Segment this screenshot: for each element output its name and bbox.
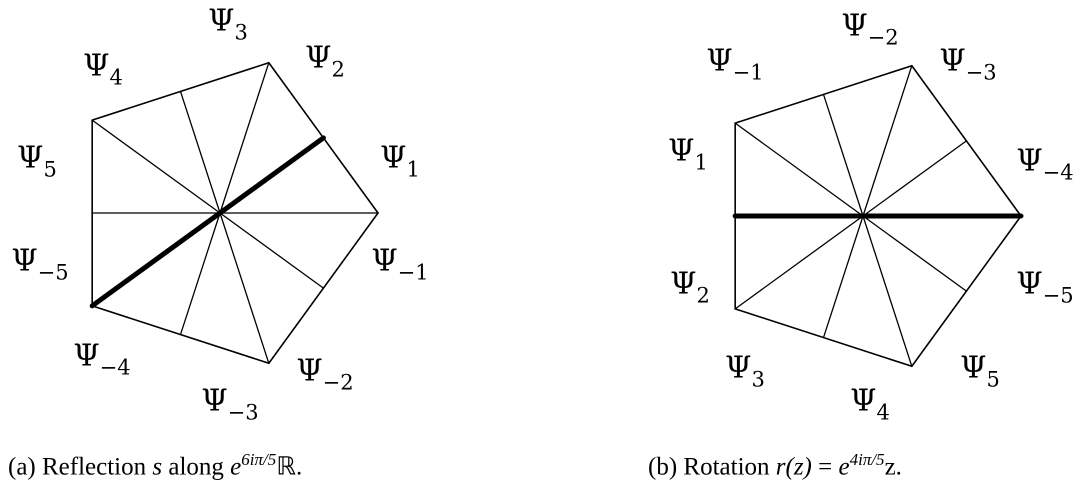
- label-subscript: −1: [732, 60, 764, 85]
- pentagon-a-spoke: [219, 212, 270, 364]
- psi-symbol: Ψ: [670, 266, 697, 302]
- caption-a-text: (a) Reflection: [8, 453, 153, 481]
- label-subscript: −4: [99, 355, 131, 380]
- caption-a-exponent: 6iπ/5: [241, 450, 277, 469]
- psi-symbol: Ψ: [208, 3, 235, 39]
- psi-symbol: Ψ: [841, 8, 868, 44]
- diagram-b-region-label: Ψ2: [670, 266, 710, 308]
- psi-symbol: Ψ: [11, 243, 38, 279]
- diagram-b-region-label: Ψ3: [725, 350, 765, 392]
- diagram-b-region-label: Ψ−5: [1016, 266, 1074, 308]
- psi-symbol: Ψ: [1016, 143, 1043, 179]
- pentagon-a-spoke: [219, 62, 270, 214]
- label-subscript: −3: [227, 400, 259, 425]
- pentagon-b-spoke: [734, 215, 864, 310]
- diagram-a-region-label: Ψ−3: [201, 383, 259, 425]
- label-subscript: 3: [751, 367, 765, 392]
- label-subscript: 4: [876, 400, 890, 425]
- label-subscript: −2: [322, 370, 354, 395]
- pentagon-a-spoke: [179, 212, 221, 336]
- diagram-b-region-label: Ψ1: [668, 133, 708, 175]
- pentagon-b-spoke: [862, 140, 968, 217]
- diagram-a-region-label: Ψ1: [380, 140, 420, 182]
- diagram-a-region-label: Ψ−2: [296, 353, 354, 395]
- pentagon-b-spoke: [822, 93, 864, 217]
- diagram-b-region-label: Ψ−3: [939, 43, 997, 85]
- diagram-b-region-label: Ψ−1: [706, 43, 764, 85]
- pentagon-b-spoke: [862, 215, 968, 292]
- psi-symbol: Ψ: [201, 383, 228, 419]
- pentagon-b-spoke: [734, 122, 864, 217]
- caption-a: (a) Reflection s along e6iπ/5ℝ.: [8, 450, 302, 481]
- psi-symbol: Ψ: [960, 350, 987, 386]
- caption-b-suffix: z.: [884, 453, 902, 481]
- label-subscript: −1: [397, 260, 429, 285]
- psi-symbol: Ψ: [296, 353, 323, 389]
- label-subscript: 3: [234, 20, 248, 45]
- psi-symbol: Ψ: [706, 43, 733, 79]
- pentagon-a-spoke: [179, 90, 221, 214]
- label-subscript: −4: [1042, 160, 1074, 185]
- pentagon-a-spoke: [219, 212, 325, 289]
- psi-symbol: Ψ: [725, 350, 752, 386]
- caption-b-var: r(z): [775, 453, 812, 481]
- label-subscript: −2: [867, 25, 899, 50]
- diagram-a-region-label: Ψ−5: [11, 243, 69, 285]
- psi-symbol: Ψ: [939, 43, 966, 79]
- pentagon-b-spoke: [862, 215, 913, 367]
- caption-b: (b) Rotation r(z) = e4iπ/5z.: [648, 450, 902, 481]
- label-subscript: −5: [37, 260, 69, 285]
- caption-a-base: e: [230, 453, 242, 481]
- diagram-a-region-label: Ψ3: [208, 3, 248, 45]
- label-subscript: 5: [43, 157, 57, 182]
- diagram-b-region-label: Ψ4: [850, 383, 890, 425]
- psi-symbol: Ψ: [17, 140, 44, 176]
- label-subscript: 1: [694, 150, 708, 175]
- psi-symbol: Ψ: [668, 133, 695, 169]
- psi-symbol: Ψ: [380, 140, 407, 176]
- psi-symbol: Ψ: [1016, 266, 1043, 302]
- psi-symbol: Ψ: [850, 383, 877, 419]
- caption-a-mid: along: [162, 453, 231, 481]
- caption-a-var: s: [152, 453, 163, 481]
- psi-symbol: Ψ: [83, 48, 110, 84]
- diagram-b-region-label: Ψ−2: [841, 8, 899, 50]
- label-subscript: 2: [696, 283, 710, 308]
- pentagon-b-spoke: [822, 215, 864, 339]
- psi-symbol: Ψ: [371, 243, 398, 279]
- diagram-b-region-label: Ψ−4: [1016, 143, 1074, 185]
- diagram-a-region-label: Ψ5: [17, 140, 57, 182]
- caption-b-exponent: 4iπ/5: [849, 450, 885, 469]
- label-subscript: −5: [1042, 283, 1074, 308]
- caption-b-base: e: [838, 453, 850, 481]
- label-subscript: −3: [965, 60, 997, 85]
- label-subscript: 5: [986, 367, 1000, 392]
- diagram-a-region-label: Ψ4: [83, 48, 123, 90]
- label-subscript: 4: [109, 65, 123, 90]
- caption-a-suffix: ℝ.: [276, 453, 303, 481]
- diagram-a-region-label: Ψ−4: [73, 338, 131, 380]
- caption-b-mid: =: [811, 453, 839, 481]
- label-subscript: 2: [331, 57, 345, 82]
- psi-symbol: Ψ: [73, 338, 100, 374]
- diagram-a-region-label: Ψ2: [305, 40, 345, 82]
- pentagon-a-reflection-axis: [89, 135, 326, 309]
- label-subscript: 1: [406, 157, 420, 182]
- diagram-b-region-label: Ψ5: [960, 350, 1000, 392]
- pentagon-b-spoke: [862, 65, 913, 217]
- pentagon-a-spoke: [91, 119, 221, 214]
- diagram-a-region-label: Ψ−1: [371, 243, 429, 285]
- psi-symbol: Ψ: [305, 40, 332, 76]
- caption-b-text: (b) Rotation: [648, 453, 776, 481]
